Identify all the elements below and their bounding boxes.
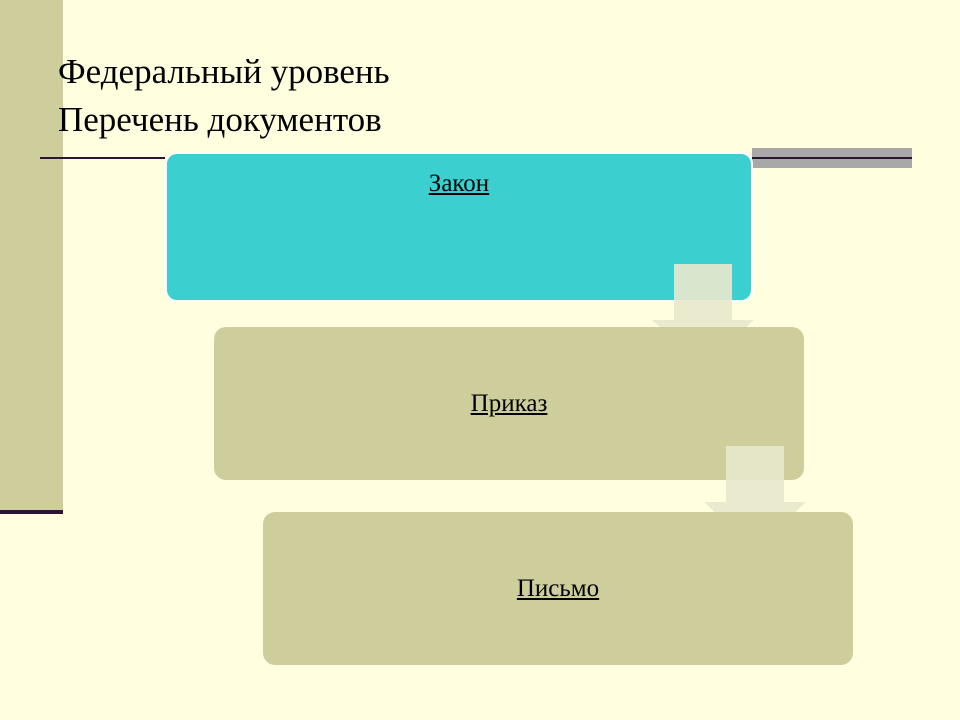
title-rule-left [40,157,165,159]
title-line-2: Перечень документов [58,100,382,139]
step-box-law[interactable]: Закон [165,152,753,302]
title-line-1: Федеральный уровень [58,52,390,91]
step-box-letter[interactable]: Письмо [263,512,853,665]
left-accent-band-underline [0,510,63,514]
left-accent-band [0,0,63,512]
step-link-letter[interactable]: Письмо [516,574,600,602]
step-link-law[interactable]: Закон [428,170,490,197]
step-link-order[interactable]: Приказ [470,389,548,417]
step-box-order[interactable]: Приказ [214,327,804,480]
slide-title: Федеральный уровень Перечень документов [58,48,658,144]
title-rule-right-line [752,157,912,159]
